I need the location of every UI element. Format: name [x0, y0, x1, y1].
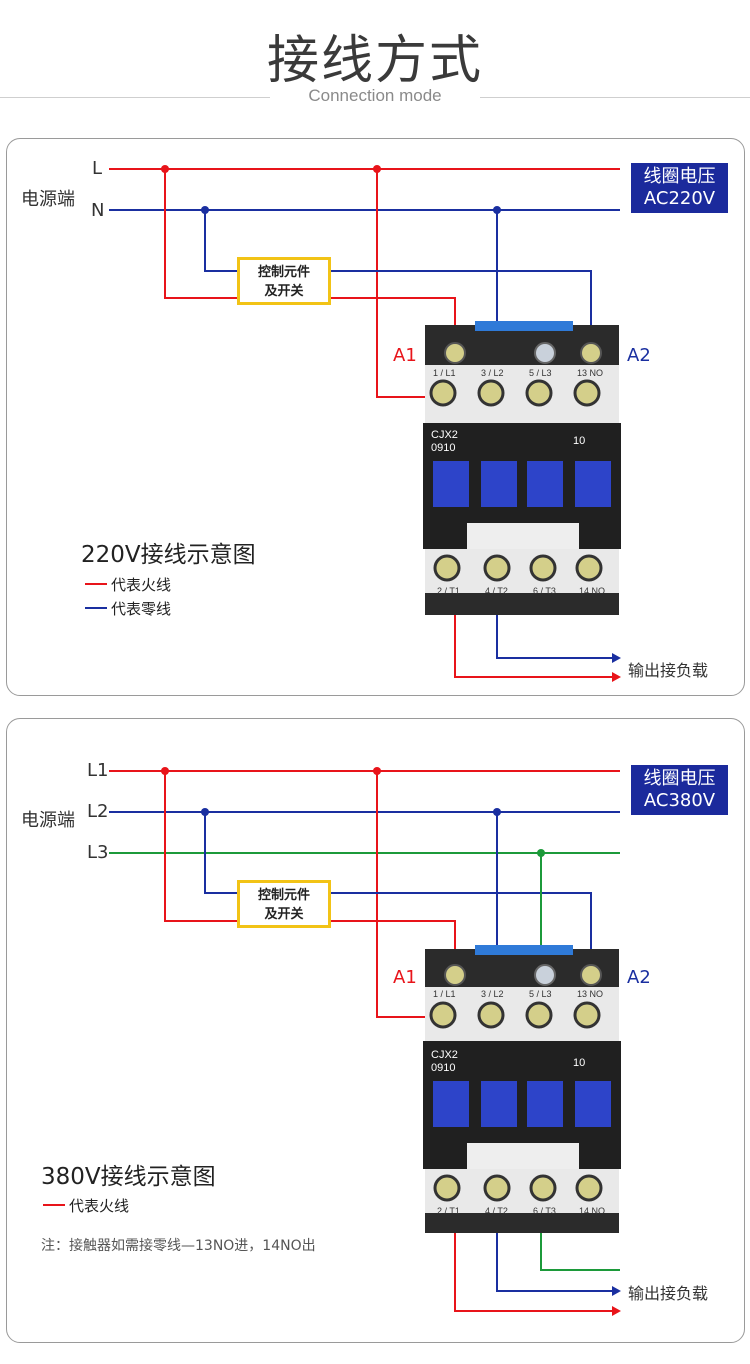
model-line-2: 0910	[431, 442, 456, 454]
diagram-title: 380V接线示意图	[41, 1164, 216, 1190]
diagram-220-panel: 电源端 L N 线圈电压 AC220V 控制元件 及开关 A1 A2 1 / L…	[6, 138, 745, 696]
diagram-380-svg	[43, 767, 621, 1316]
power-source-label: 电源端	[21, 810, 75, 831]
diagram-title: 220V接线示意图	[81, 542, 256, 568]
terminal-label: 13 NO	[577, 368, 604, 378]
line-label-l2: L2	[87, 801, 109, 822]
wire-l-to-l1	[376, 169, 438, 398]
terminal-label: 5 / L3	[529, 368, 552, 378]
terminal-label: 2 / T1	[437, 1206, 460, 1216]
line-label-l1: L1	[87, 760, 109, 781]
output-load-label: 输出接负载	[628, 1284, 709, 1303]
terminal-label: 3 / L2	[481, 989, 504, 999]
control-switch-box: 控制元件 及开关	[237, 257, 331, 305]
model-line-1: CJX2	[431, 429, 458, 441]
subtitle-row: Connection mode	[0, 86, 750, 108]
terminal-a2: A2	[627, 967, 651, 988]
terminal-a1: A1	[393, 967, 417, 988]
terminal-label: 4 / T2	[485, 1206, 508, 1216]
coil-voltage-label: 线圈电压	[643, 166, 716, 187]
wire-n-to-a2	[204, 210, 592, 353]
terminal-label: 14 NO	[579, 1206, 606, 1216]
model-line-1: CJX2	[431, 1049, 458, 1061]
diagram-220-svg	[85, 165, 621, 682]
terminal-label: 6 / T3	[533, 586, 556, 596]
line-label-l3: L3	[87, 842, 109, 863]
wire-l1-to-t1	[376, 771, 438, 1018]
terminal-label: 3 / L2	[481, 368, 504, 378]
terminal-label: 5 / L3	[529, 989, 552, 999]
coil-voltage-label: 线圈电压	[643, 768, 716, 789]
terminal-a2: A2	[627, 345, 651, 366]
legend-live: 代表火线	[69, 1197, 130, 1215]
control-line-2: 及开关	[264, 907, 304, 922]
terminal-label: 14 NO	[579, 586, 606, 596]
terminal-label: 1 / L1	[433, 989, 456, 999]
control-line-2: 及开关	[264, 284, 304, 299]
divider-left	[0, 97, 270, 98]
terminal-a1: A1	[393, 345, 417, 366]
terminal-label: 4 / T2	[485, 586, 508, 596]
model-number: CJX2 0910	[431, 429, 458, 455]
coil-voltage-box: 线圈电压 AC380V	[631, 765, 728, 815]
rating-number: 10	[573, 435, 586, 447]
line-label-n: N	[91, 200, 105, 221]
terminal-label: 2 / T1	[437, 586, 460, 596]
model-number: CJX2 0910	[431, 1049, 458, 1075]
page-title: 接线方式	[266, 31, 483, 91]
wire-l1-to-a1	[164, 771, 456, 967]
rating-number: 10	[573, 1057, 586, 1069]
control-switch-box: 控制元件 及开关	[237, 880, 331, 928]
legend-neutral: 代表零线	[111, 600, 172, 618]
terminal-label: 13 NO	[577, 989, 604, 999]
legend-live: 代表火线	[111, 576, 172, 594]
model-line-2: 0910	[431, 1062, 456, 1074]
control-line-1: 控制元件	[257, 888, 310, 903]
divider-right	[480, 97, 750, 98]
control-line-1: 控制元件	[257, 265, 310, 280]
power-source-label: 电源端	[21, 189, 75, 210]
coil-voltage-box: 线圈电压 AC220V	[631, 163, 728, 213]
arrow-blue	[612, 653, 621, 663]
diagram-380-panel: 电源端 L1 L2 L3 线圈电压 AC380V 控制元件 及开关 A1 A2 …	[6, 718, 745, 1343]
contactor-380	[423, 945, 621, 1233]
output-load-label: 输出接负载	[628, 661, 709, 680]
terminal-label: 1 / L1	[433, 368, 456, 378]
line-label-l: L	[92, 158, 103, 179]
coil-voltage-value: AC220V	[643, 188, 716, 209]
terminal-label: 6 / T3	[533, 1206, 556, 1216]
page-subtitle: Connection mode	[308, 86, 442, 105]
contactor-220	[423, 321, 621, 615]
wire-l2-to-a2	[204, 812, 592, 967]
coil-voltage-value: AC380V	[643, 790, 716, 811]
wiring-note: 注：接触器如需接零线—13NO进，14NO出	[41, 1238, 316, 1254]
arrow-red	[612, 672, 621, 682]
